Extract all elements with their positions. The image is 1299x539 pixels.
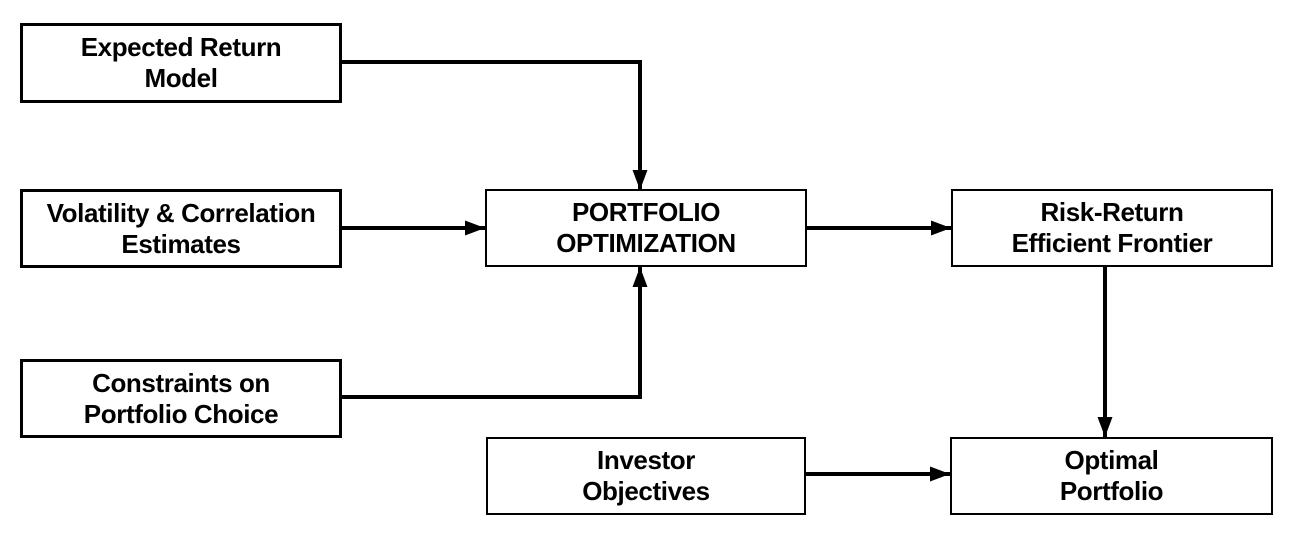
node-investor-objectives: Investor Objectives	[486, 437, 806, 515]
node-label-line: Risk-Return	[1040, 197, 1184, 227]
node-portfolio-optimization: PORTFOLIO OPTIMIZATION	[485, 189, 807, 267]
node-expected-return-model: Expected Return Model	[20, 23, 342, 103]
node-volatility-correlation-estimates: Volatility & Correlation Estimates	[20, 189, 342, 268]
node-label-line: Volatility & Correlation	[46, 197, 316, 228]
node-label-line: Objectives	[582, 476, 710, 506]
arrow-expected-return-to-optimization	[342, 60, 648, 190]
node-label-line: Expected Return	[80, 32, 282, 62]
node-optimal-portfolio: Optimal Portfolio	[950, 437, 1273, 515]
arrow-constraints-to-optimization	[342, 267, 648, 399]
node-label-line: PORTFOLIO	[571, 197, 721, 227]
node-label-line: Portfolio Choice	[83, 398, 279, 429]
node-risk-return-efficient-frontier: Risk-Return Efficient Frontier	[951, 189, 1273, 267]
node-label-line: OPTIMIZATION	[556, 228, 736, 258]
node-constraints-portfolio-choice: Constraints on Portfolio Choice	[20, 359, 342, 438]
node-label-line: Estimates	[121, 228, 241, 259]
node-label-line: Constraints on	[92, 367, 270, 398]
node-label-line: Efficient Frontier	[1011, 228, 1213, 258]
node-label-line: Investor	[597, 445, 695, 475]
node-label-line: Portfolio	[1059, 476, 1164, 506]
node-label-line: Optimal	[1064, 445, 1159, 475]
node-label-line: Model	[144, 63, 218, 93]
